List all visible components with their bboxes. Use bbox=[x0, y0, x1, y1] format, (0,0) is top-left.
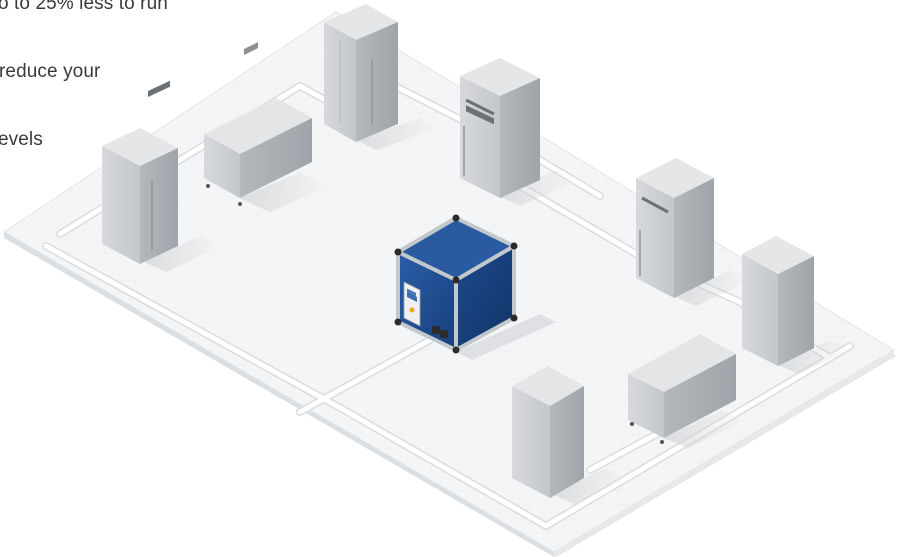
upright-fridge-right bbox=[636, 158, 752, 306]
upright-fridge-back-right bbox=[460, 58, 578, 206]
headline-text-line-3: evels bbox=[0, 130, 43, 149]
tall-cabinet-right bbox=[742, 236, 852, 374]
control-panel bbox=[404, 282, 420, 326]
headline-text-line-1: o to 25% less to run bbox=[0, 0, 168, 13]
headline-text-line-2: reduce your bbox=[0, 62, 100, 81]
